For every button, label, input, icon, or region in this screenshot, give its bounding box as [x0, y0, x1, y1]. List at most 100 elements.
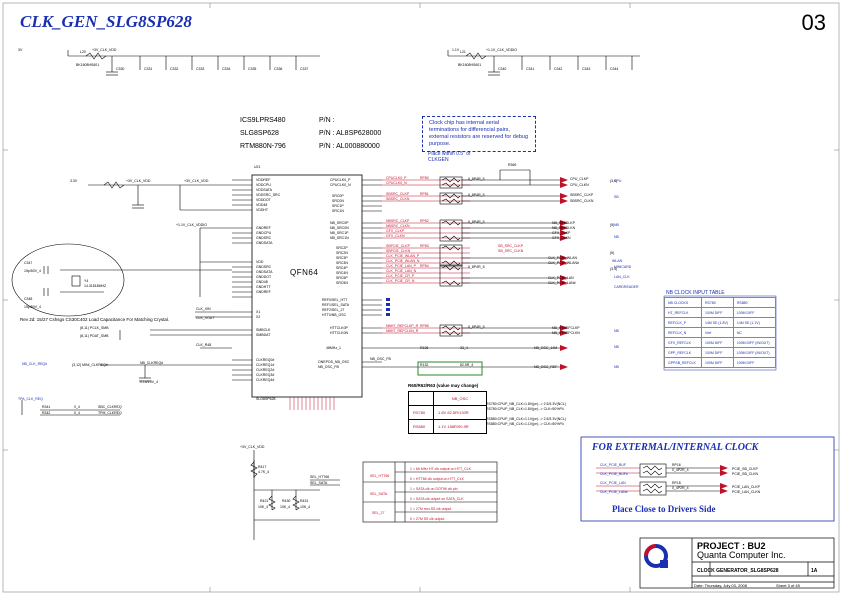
project-name: PROJECT : BU2 — [697, 541, 766, 551]
table-cell: 100M DIFF — [701, 307, 734, 318]
r-option-table: NB_OSC RS780 1.8V 82.5R/130R RS880 1.1V … — [408, 391, 487, 434]
svg-text:GFX_CLKP: GFX_CLKP — [386, 229, 405, 233]
svg-text:REF0/SEL_HTT: REF0/SEL_HTT — [322, 298, 348, 302]
crystal-note: Rev 2d: 15/27 Cshsgs CS30C402 Load Capac… — [20, 317, 170, 322]
svg-text:TPM_CLKREQ: TPM_CLKREQ — [98, 411, 122, 415]
svg-text:3.3V: 3.3V — [70, 179, 78, 183]
svg-text:SBSRC_CLKP: SBSRC_CLKP — [386, 192, 410, 196]
table-cell: 100M DIFF — [701, 347, 734, 358]
svg-text:L20: L20 — [80, 50, 86, 54]
svg-text:SB: SB — [614, 195, 619, 199]
part-name: RTM880N-796 — [240, 143, 286, 150]
svg-text:CLK_PCIE_LAN_P: CLK_PCIE_LAN_P — [386, 264, 417, 268]
svg-text:SRC5P: SRC5P — [336, 276, 348, 280]
svg-text:GNDDOT: GNDDOT — [256, 275, 272, 279]
svg-text:NB_REFCLKN: NB_REFCLKN — [552, 226, 576, 230]
table-cell: GFX_REFCLK — [664, 337, 702, 348]
svg-text:CLK_PCIE_LAN_N: CLK_PCIE_LAN_N — [386, 269, 417, 273]
table-cell: 100M DIFF — [701, 357, 734, 368]
svg-text:NBSRC_CLKP: NBSRC_CLKP — [386, 219, 410, 223]
svg-text:LAN_CLK: LAN_CLK — [614, 275, 630, 279]
svg-text:1 = SATA clk on DOT96 clk pin: 1 = SATA clk on DOT96 clk pin — [410, 487, 458, 491]
svg-text:SRC5N: SRC5N — [336, 281, 348, 285]
svg-text:BK1608HS601: BK1608HS601 — [76, 63, 99, 67]
svg-text:NB_OSC_14M: NB_OSC_14M — [534, 346, 557, 350]
table-cell: NB CLOCKS — [664, 297, 702, 308]
svg-text:L21: L21 — [460, 50, 466, 54]
table-cell: Vref — [701, 327, 734, 338]
svg-text:R341: R341 — [42, 405, 50, 409]
svg-text:0 = SATA clk output on SATA_CL: 0 = SATA clk output on SATA_CLK — [410, 497, 464, 501]
svg-text:0_8P4R_5: 0_8P4R_5 — [468, 193, 485, 197]
table-cell: 100M DIFF — [732, 307, 777, 318]
svg-text:0 = HTT66 clk output on HTT_CL: 0 = HTT66 clk output on HTT_CLK — [410, 477, 465, 481]
svg-text:NB_CLK_REQ#: NB_CLK_REQ# — [22, 362, 47, 366]
part-pn: P/N : AL8SP628000 — [319, 130, 382, 137]
svg-text:NB_OSC_FB: NB_OSC_FB — [370, 357, 391, 361]
part-row: RTM880N-796 P/N : AL000880000 — [240, 140, 381, 153]
svg-text:0_4P2R_4: 0_4P2R_4 — [672, 486, 689, 490]
svg-text:CLK_PCIE_BUF: CLK_PCIE_BUF — [600, 463, 626, 467]
svg-text:R132: R132 — [420, 363, 428, 367]
svg-text:CLK_PCIE_WLAN: CLK_PCIE_WLAN — [548, 256, 577, 260]
svg-text:RP84: RP84 — [420, 264, 429, 268]
svg-text:GNDREF: GNDREF — [256, 290, 271, 294]
svg-text:WLAN: WLAN — [612, 259, 623, 263]
svg-text:SEL_HTT66: SEL_HTT66 — [370, 474, 389, 478]
svg-text:VDDHT: VDDHT — [256, 208, 269, 212]
svg-text:0_8P4R_5: 0_8P4R_5 — [468, 177, 485, 181]
nb-clock-table-title: NB CLOCK INPUT TABLE — [666, 290, 725, 296]
svg-text:RS780:CPUP_NB_CLK=1.8V(pn) ->: RS780:CPUP_NB_CLK=1.8V(pn) -> CLK=50%P4 — [486, 407, 564, 411]
svg-text:SBSRC_CLKP: SBSRC_CLKP — [570, 193, 594, 197]
svg-text:CLK_PCIE_LAN#: CLK_PCIE_LAN# — [600, 490, 628, 494]
svg-text:NB_HTREFCLKP: NB_HTREFCLKP — [552, 326, 580, 330]
table-cell: NC — [732, 327, 777, 338]
svg-text:X2: X2 — [256, 315, 260, 319]
svg-text:SRC2P: SRC2P — [336, 246, 348, 250]
svg-text:CLK_XOUT: CLK_XOUT — [196, 316, 215, 320]
svg-text:R421: R421 — [260, 499, 268, 503]
table-cell: 100M DIFF — [701, 337, 734, 348]
svg-text:REF2/SEL_27: REF2/SEL_27 — [322, 308, 344, 312]
svg-text:4.7K_4: 4.7K_4 — [258, 470, 269, 474]
part-number-block: ICS9LPRS480 P/N : SLG8SP628 P/N : AL8SP6… — [240, 114, 381, 153]
svg-text:NB_SRC1N: NB_SRC1N — [330, 236, 349, 240]
svg-text:15p/50V_4: 15p/50V_4 — [24, 305, 41, 309]
svg-text:RS880:CPUP_NB_CLK=1.1V(pn) ->: RS880:CPUP_NB_CLK=1.1V(pn) -> CLK=50%P4 — [486, 422, 564, 426]
svg-text:C348: C348 — [24, 297, 32, 301]
sheet-count: Sheet 3 of 45 — [776, 583, 800, 588]
svg-text:SBC_CLKREQ: SBC_CLKREQ — [98, 405, 122, 409]
svg-text:SEL_SATA: SEL_SATA — [370, 492, 388, 496]
table-row: RS880 1.1V 158R/90.9R — [408, 419, 487, 434]
svg-text:CLKREQ2#: CLKREQ2# — [256, 368, 274, 372]
table-row: RS780 1.8V 82.5R/130R — [408, 405, 487, 420]
svg-text:GNDCPU: GNDCPU — [256, 231, 272, 235]
svg-text:NB_SRC0P: NB_SRC0P — [330, 221, 349, 225]
svg-text:RP16: RP16 — [672, 463, 681, 467]
svg-text:0 = 27M SS clk output: 0 = 27M SS clk output — [410, 517, 444, 521]
svg-text:VDDSATA: VDDSATA — [256, 188, 273, 192]
svg-text:(8,11) PDAT_SMB: (8,11) PDAT_SMB — [80, 334, 109, 338]
svg-text:C343: C343 — [582, 67, 590, 71]
svg-text:SRC1N: SRC1N — [332, 209, 344, 213]
svg-text:PCIE_LAN_CLKP: PCIE_LAN_CLKP — [732, 485, 761, 489]
quanta-logo — [644, 544, 668, 568]
svg-text:TPA_CLK_REQ: TPA_CLK_REQ — [18, 397, 43, 401]
svg-text:SRC2N: SRC2N — [336, 251, 348, 255]
svg-text:VDD48: VDD48 — [256, 203, 267, 207]
svg-text:PCIE_LAN_CLKN: PCIE_LAN_CLKN — [732, 490, 761, 494]
svg-text:0_8P4R_5: 0_8P4R_5 — [468, 220, 485, 224]
svg-text:SEL_SATA: SEL_SATA — [310, 481, 328, 485]
svg-text:CLK_PCIE_WLAN#: CLK_PCIE_WLAN# — [548, 261, 579, 265]
svg-text:SMBDAT: SMBDAT — [256, 333, 271, 337]
svg-text:C331: C331 — [144, 67, 152, 71]
svg-text:RP83: RP83 — [420, 244, 429, 248]
svg-text:1 = 27M non-SS clk output: 1 = 27M non-SS clk output — [410, 507, 451, 511]
date: Date: Thursday, July 03, 2008 — [694, 583, 747, 588]
part-row: ICS9LPRS480 P/N : — [240, 114, 381, 127]
svg-text:RP85: RP85 — [420, 324, 429, 328]
svg-text:0_8P4R_5: 0_8P4R_5 — [468, 265, 485, 269]
